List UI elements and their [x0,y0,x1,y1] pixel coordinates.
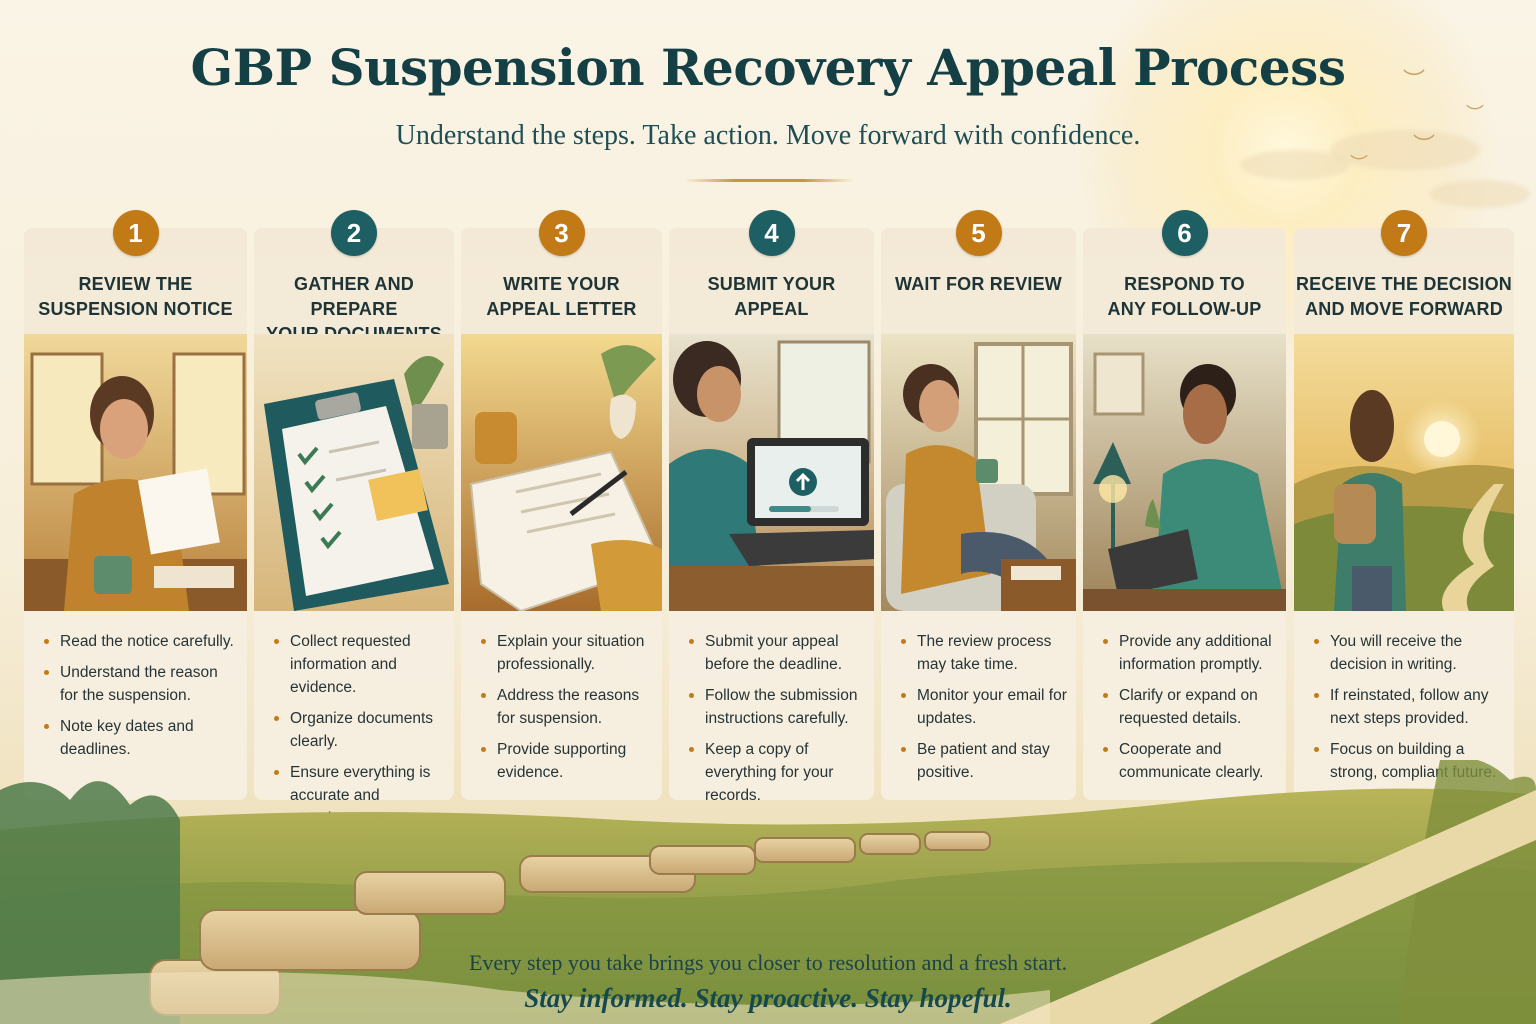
step-title-line: APPEAL LETTER [486,299,637,319]
step-number-badge: 1 [112,210,159,256]
bird-icon: ︶ [1350,154,1368,175]
list-item: Clarify or expand on requested details. [1101,684,1278,730]
step-card-5: 5 WAIT FOR REVIEW The review process may… [881,210,1076,800]
step-number-badge: 6 [1161,210,1208,256]
list-item: Understand the reason for the suspension… [42,661,239,707]
woman-waiting-illustration [881,334,1076,611]
list-item: The review process may take time. [899,630,1068,676]
list-item: Provide any additional information promp… [1101,630,1278,676]
step-card-6: 6 RESPOND TO ANY FOLLOW-UP Provide any a… [1083,210,1286,800]
step-title-line: AND MOVE FORWARD [1305,299,1503,319]
list-item: Keep a copy of everything for your recor… [687,738,866,807]
step-card-3: 3 WRITE YOUR APPEAL LETTER Explain your … [461,210,662,800]
bird-icon: ︶ [1403,69,1426,94]
list-item: If reinstated, follow any next steps pro… [1312,684,1506,730]
step-title-line: SUSPENSION NOTICE [38,299,233,319]
bird-icon: ︶ [1413,134,1436,159]
step-title: RECEIVE THE DECISION AND MOVE FORWARD [1294,272,1514,322]
step-title-line: RESPOND TO [1124,274,1245,294]
page-title: GBP Suspension Recovery Appeal Process [190,38,1346,97]
step-title-line: WAIT FOR REVIEW [895,274,1062,294]
step-title-line: SUBMIT YOUR [707,274,836,294]
step-title: REVIEW THE SUSPENSION NOTICE [24,272,247,322]
step-number-badge: 4 [748,210,795,256]
step-title-line: APPEAL [734,299,809,319]
step-card-4: 4 SUBMIT YOUR APPEAL Submit your appeal … [669,210,874,804]
list-item: Be patient and stay positive. [899,738,1068,784]
man-responding-illustration [1083,334,1286,611]
step-number-badge: 5 [955,210,1002,256]
list-item: Submit your appeal before the deadline. [687,630,866,676]
step-bullet-list: The review process may take time. Monito… [899,630,1068,792]
step-title-line: WRITE YOUR [503,274,620,294]
step-title-line: RECEIVE THE DECISION [1295,274,1513,294]
cloud [1330,130,1480,170]
list-item: Cooperate and communicate clearly. [1101,738,1278,784]
list-item: You will receive the decision in writing… [1312,630,1506,676]
step-number-badge: 2 [331,210,377,256]
step-card-7: 7 RECEIVE THE DECISION AND MOVE FORWARD … [1294,210,1514,800]
step-bullet-list: Collect requested information and eviden… [272,630,446,838]
writing-letter-illustration [461,334,662,611]
page-subtitle: Understand the steps. Take action. Move … [395,120,1141,151]
footer-message: Every step you take brings you closer to… [468,950,1068,975]
list-item: Provide supporting evidence. [479,738,654,784]
footer-tagline: Stay informed. Stay proactive. Stay hope… [524,983,1012,1013]
list-item: Follow the submission instructions caref… [687,684,866,730]
title-divider [684,179,854,182]
step-bullet-list: Explain your situation professionally. A… [479,630,654,792]
cloud [1430,180,1530,208]
list-item: Explain your situation professionally. [479,630,654,676]
stepping-stone-path-icon [0,757,1536,1024]
bird-icon: ︶ [1466,104,1484,125]
cloud [1240,150,1350,180]
step-card-2: 2 GATHER AND PREPARE YOUR DOCUMENTS Coll… [254,210,454,827]
step-number-badge: 7 [1381,210,1427,256]
step-bullet-list: Provide any additional information promp… [1101,630,1278,792]
step-title: WRITE YOUR APPEAL LETTER [461,272,662,322]
woman-reading-notice-illustration [24,334,247,611]
step-bullet-list: Submit your appeal before the deadline. … [687,630,866,815]
step-title: WAIT FOR REVIEW [881,272,1076,297]
step-card-1: 1 REVIEW THE SUSPENSION NOTICE Read the … [24,210,247,800]
step-number-badge: 3 [538,210,585,256]
step-title: RESPOND TO ANY FOLLOW-UP [1083,272,1286,322]
list-item: Collect requested information and eviden… [272,630,446,699]
step-title: SUBMIT YOUR APPEAL [669,272,874,322]
step-title-line: ANY FOLLOW-UP [1107,299,1262,319]
laptop-upload-illustration [669,334,874,611]
step-title-line: REVIEW THE [78,274,193,294]
list-item: Address the reasons for suspension. [479,684,654,730]
person-on-path-illustration [1294,334,1514,611]
step-bullet-list: Read the notice carefully. Understand th… [42,630,239,769]
list-item: Monitor your email for updates. [899,684,1068,730]
list-item: Note key dates and deadlines. [42,715,239,761]
step-title-line: GATHER AND PREPARE [294,274,414,319]
list-item: Organize documents clearly. [272,707,446,753]
clipboard-checklist-illustration [254,334,454,611]
list-item: Read the notice carefully. [42,630,239,653]
